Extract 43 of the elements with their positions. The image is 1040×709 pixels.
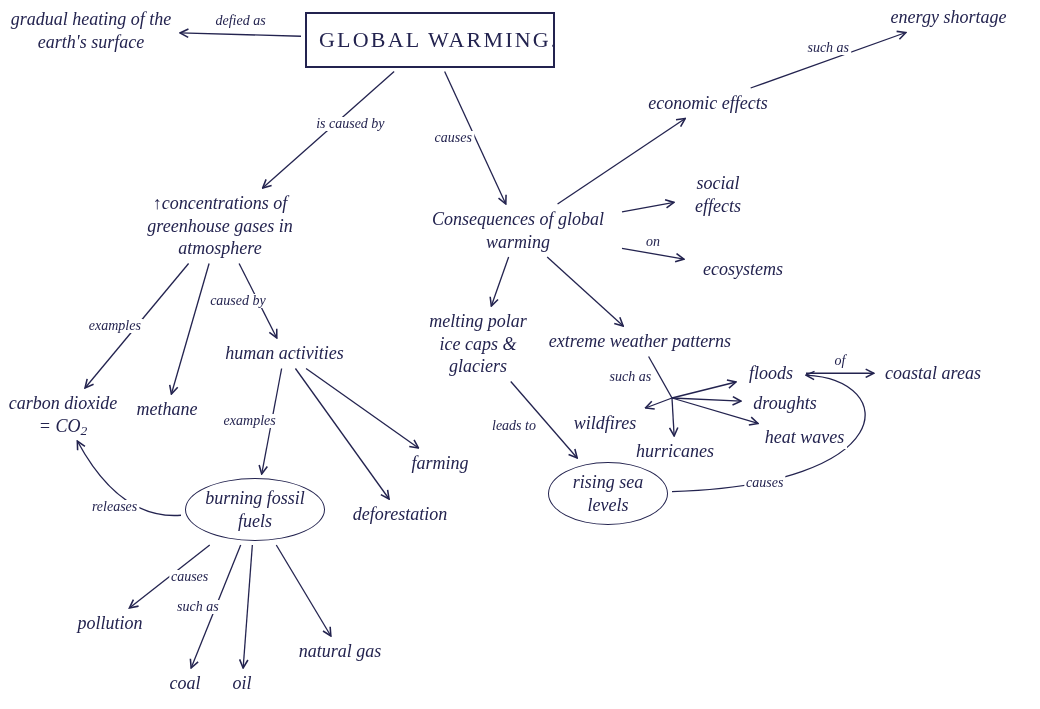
edge-label: examples	[221, 414, 278, 429]
arrow	[294, 367, 390, 500]
arrow	[258, 367, 283, 475]
edge-label: causes	[744, 475, 786, 490]
edge-label: such as	[175, 599, 221, 614]
arrow	[84, 262, 190, 389]
edge-label: examples	[86, 318, 143, 333]
edge-label: is caused by	[314, 116, 387, 131]
arrow	[168, 262, 210, 395]
title-box: GLOBAL WARMING.	[305, 12, 555, 68]
arrow	[238, 544, 253, 669]
arrow	[510, 380, 578, 459]
arrow	[179, 28, 302, 39]
edge-label: leads to	[490, 418, 538, 433]
arrow	[261, 70, 395, 189]
arrow	[275, 544, 332, 637]
arrow	[556, 117, 686, 205]
arrow	[621, 199, 675, 213]
connector-trunk	[647, 355, 673, 399]
arrow	[668, 397, 679, 437]
arrow	[750, 30, 907, 89]
arrow	[189, 544, 242, 669]
arrow	[644, 397, 673, 410]
arrow	[671, 397, 759, 426]
edge-label: of	[832, 354, 848, 369]
edge-label: defied as	[213, 13, 268, 28]
arrow	[489, 256, 510, 307]
concept-text: economic effects	[648, 92, 768, 115]
edge-label: causes	[168, 569, 211, 584]
arrow	[76, 440, 182, 517]
arrow	[444, 70, 507, 205]
arrow	[805, 368, 875, 379]
arrow	[128, 544, 211, 609]
arrow	[305, 367, 420, 449]
arrow	[546, 256, 624, 327]
concept-oval: burning fossil fuels	[185, 478, 325, 541]
arrow	[238, 262, 278, 339]
concept-oval: rising sea levels	[548, 462, 668, 525]
arrow	[671, 395, 742, 406]
arrow	[621, 247, 685, 263]
edge-label: such as	[805, 41, 852, 56]
edge-label: causes	[432, 130, 474, 145]
edge-label: caused by	[208, 293, 268, 308]
